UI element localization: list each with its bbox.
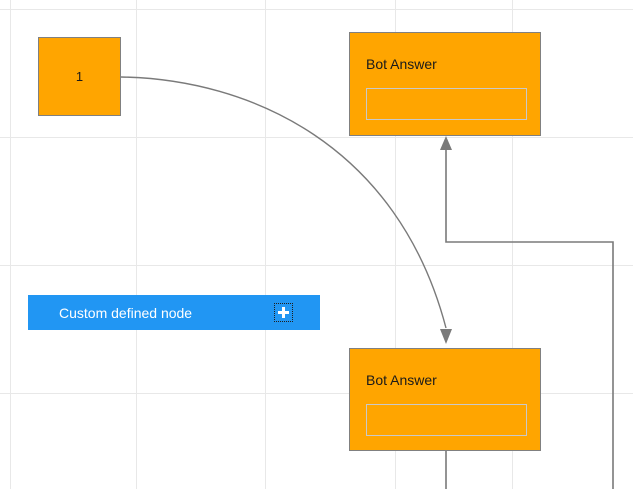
grid-line-vertical [512,0,513,489]
node-1-label: 1 [75,69,84,84]
arrowhead-down-icon [440,329,452,344]
arrowhead-up-icon [440,136,452,150]
edge-curve-path [120,76,447,329]
grid-line-vertical [10,0,11,489]
custom-defined-node-label: Custom defined node [59,304,193,321]
grid-line-vertical [265,0,266,489]
custom-defined-node-bar[interactable]: Custom defined node [28,295,320,330]
grid-line-horizontal [0,137,633,138]
grid-line-vertical [395,0,396,489]
node-bot-answer-top-slot[interactable] [366,88,527,120]
grid-line-vertical [136,0,137,489]
edge-bot-answer-bottom-to-top[interactable] [440,136,614,489]
node-bot-answer-bottom-slot[interactable] [366,404,527,436]
node-bot-answer-bottom-title: Bot Answer [366,372,437,388]
node-bot-answer-bottom[interactable]: Bot Answer [349,348,541,451]
plus-icon-vertical-stroke [282,307,285,318]
grid-line-horizontal [0,9,633,10]
edge-orthogonal-path [445,150,614,489]
node-1[interactable]: 1 [38,37,121,116]
grid-line-horizontal [0,265,633,266]
grid-line-horizontal [0,393,633,394]
plus-icon[interactable] [274,303,293,322]
node-bot-answer-top[interactable]: Bot Answer [349,32,541,136]
edge-node1-to-bot-answer-bottom[interactable] [120,76,452,344]
node-bot-answer-top-title: Bot Answer [366,56,437,72]
